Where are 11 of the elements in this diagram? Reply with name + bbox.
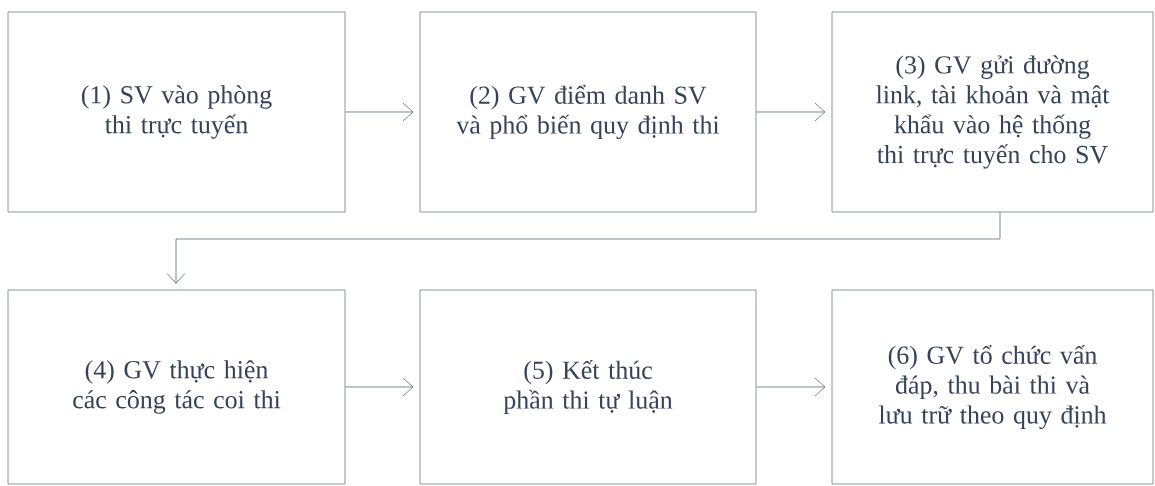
arrow xyxy=(166,211,1001,284)
process-box: (6) GV tổ chức vấn đáp, thu bài thi và lưu trữ theo quy định xyxy=(831,289,1154,485)
arrow xyxy=(345,377,414,397)
process-box: (5) Kết thúc phần thi tự luận xyxy=(419,289,757,485)
process-box: (2) GV điểm danh SV và phổ biến quy định thi xyxy=(419,11,757,213)
process-box: (4) GV thực hiện các công tác coi thi xyxy=(7,289,346,485)
arrow xyxy=(756,377,826,397)
process-box: (1) SV vào phòng thi trực tuyến xyxy=(7,11,346,213)
arrow xyxy=(756,102,826,122)
arrow xyxy=(345,102,414,122)
process-box: (3) GV gửi đường link, tài khoản và mật khẩu vào hệ thống thi trực tuyến cho SV xyxy=(831,11,1154,213)
